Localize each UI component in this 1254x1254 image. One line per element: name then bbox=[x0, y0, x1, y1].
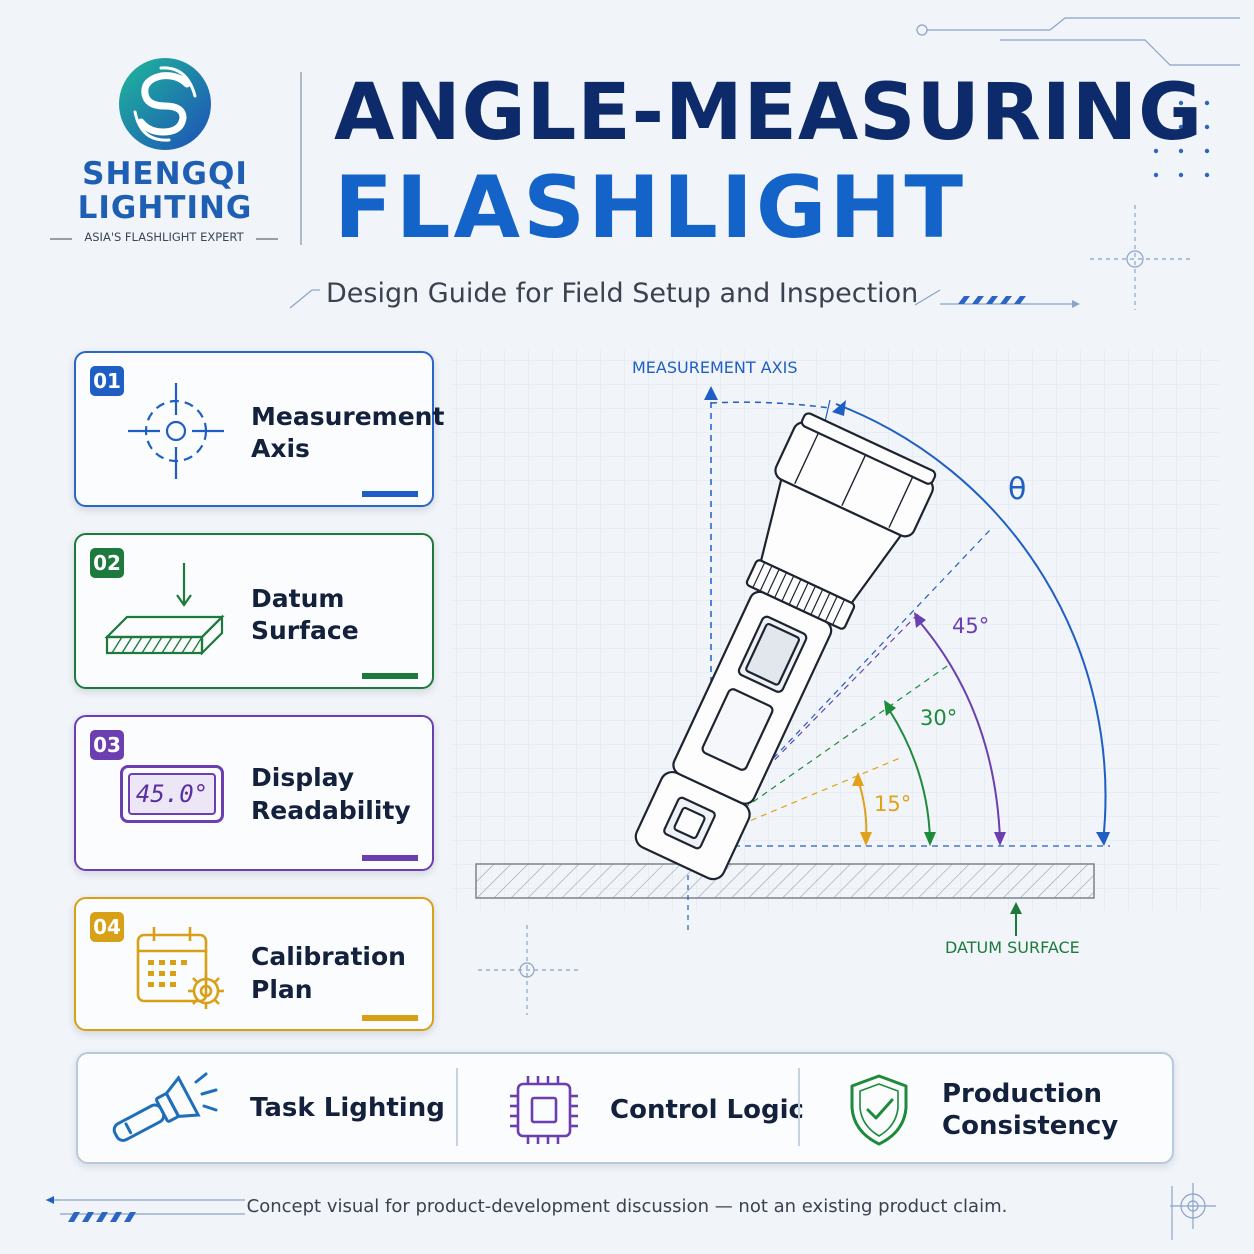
card-accent-bar bbox=[362, 855, 418, 861]
theta-arc bbox=[835, 403, 1107, 843]
flashlight-icon bbox=[112, 1072, 218, 1142]
feature-divider bbox=[798, 1068, 800, 1146]
feature-label-task-lighting: Task Lighting bbox=[250, 1093, 445, 1123]
card-label-line2: Readability bbox=[251, 796, 411, 825]
card-label-line1: Calibration bbox=[251, 942, 406, 971]
angle-diagram bbox=[450, 350, 1220, 936]
card-number: 01 bbox=[90, 366, 124, 396]
calendar-gear-icon bbox=[136, 927, 224, 1009]
feature-label-consistency: Consistency bbox=[942, 1111, 1119, 1141]
card-datum-surface: 02 Datum Surface bbox=[74, 533, 434, 689]
feature-bar: Task Lighting Control Logic Production C… bbox=[76, 1052, 1174, 1164]
logo-mark-icon bbox=[119, 58, 211, 150]
arc-45 bbox=[917, 619, 1001, 841]
card-calibration-plan: 04 Calibration Plan bbox=[74, 897, 434, 1031]
page-title-line1: ANGLE-MEASURING bbox=[334, 68, 1204, 158]
angle-45-label: 45° bbox=[952, 614, 990, 638]
arc-30 bbox=[887, 707, 931, 841]
card-label-line1: Display bbox=[251, 763, 355, 792]
display-icon: 45.0° bbox=[120, 765, 224, 823]
tagline-rules bbox=[50, 238, 278, 240]
card-label-line2: Surface bbox=[251, 616, 359, 645]
card-label-line2: Plan bbox=[251, 975, 313, 1004]
measurement-axis-label: MEASUREMENT AXIS bbox=[632, 358, 798, 377]
crosshair-icon bbox=[128, 383, 224, 479]
datum-surface-label: DATUM SURFACE bbox=[945, 938, 1080, 957]
card-number: 02 bbox=[90, 548, 124, 578]
card-label-line1: Datum bbox=[251, 584, 345, 613]
card-label-line1: Measurement bbox=[251, 402, 445, 431]
logo-line2: LIGHTING bbox=[77, 190, 253, 226]
angle-30-label: 30° bbox=[920, 706, 958, 730]
card-measurement-axis: 01 Measurement Axis bbox=[74, 351, 444, 507]
card-number: 04 bbox=[90, 912, 124, 942]
feature-label-production: Production bbox=[942, 1079, 1102, 1109]
card-accent-bar bbox=[362, 491, 418, 497]
page-subtitle: Design Guide for Field Setup and Inspect… bbox=[326, 278, 919, 309]
feature-divider bbox=[456, 1068, 458, 1146]
display-value: 45.0° bbox=[135, 780, 209, 808]
logo-tagline: ASIA'S FLASHLIGHT EXPERT bbox=[84, 230, 244, 244]
card-display-readability: 03 45.0° Display Readability bbox=[74, 715, 434, 871]
datum-surface bbox=[475, 863, 1095, 899]
card-accent-bar bbox=[362, 673, 418, 679]
flashlight-illustration bbox=[634, 412, 937, 881]
card-number: 03 bbox=[90, 730, 124, 760]
card-label-line2: Axis bbox=[251, 434, 310, 463]
logo-line1: SHENGQI bbox=[82, 156, 248, 192]
page-title-line2: FLASHLIGHT bbox=[334, 158, 967, 258]
feature-label-control-logic: Control Logic bbox=[610, 1095, 804, 1125]
datum-plate-icon bbox=[104, 563, 225, 656]
chip-icon bbox=[510, 1076, 578, 1144]
card-accent-bar bbox=[362, 1015, 418, 1021]
angle-15-label: 15° bbox=[874, 792, 912, 816]
footer-disclaimer: Concept visual for product-development d… bbox=[246, 1196, 1008, 1217]
display-screen bbox=[128, 773, 216, 815]
shield-check-icon bbox=[850, 1074, 908, 1146]
theta-label: θ bbox=[1008, 472, 1027, 507]
